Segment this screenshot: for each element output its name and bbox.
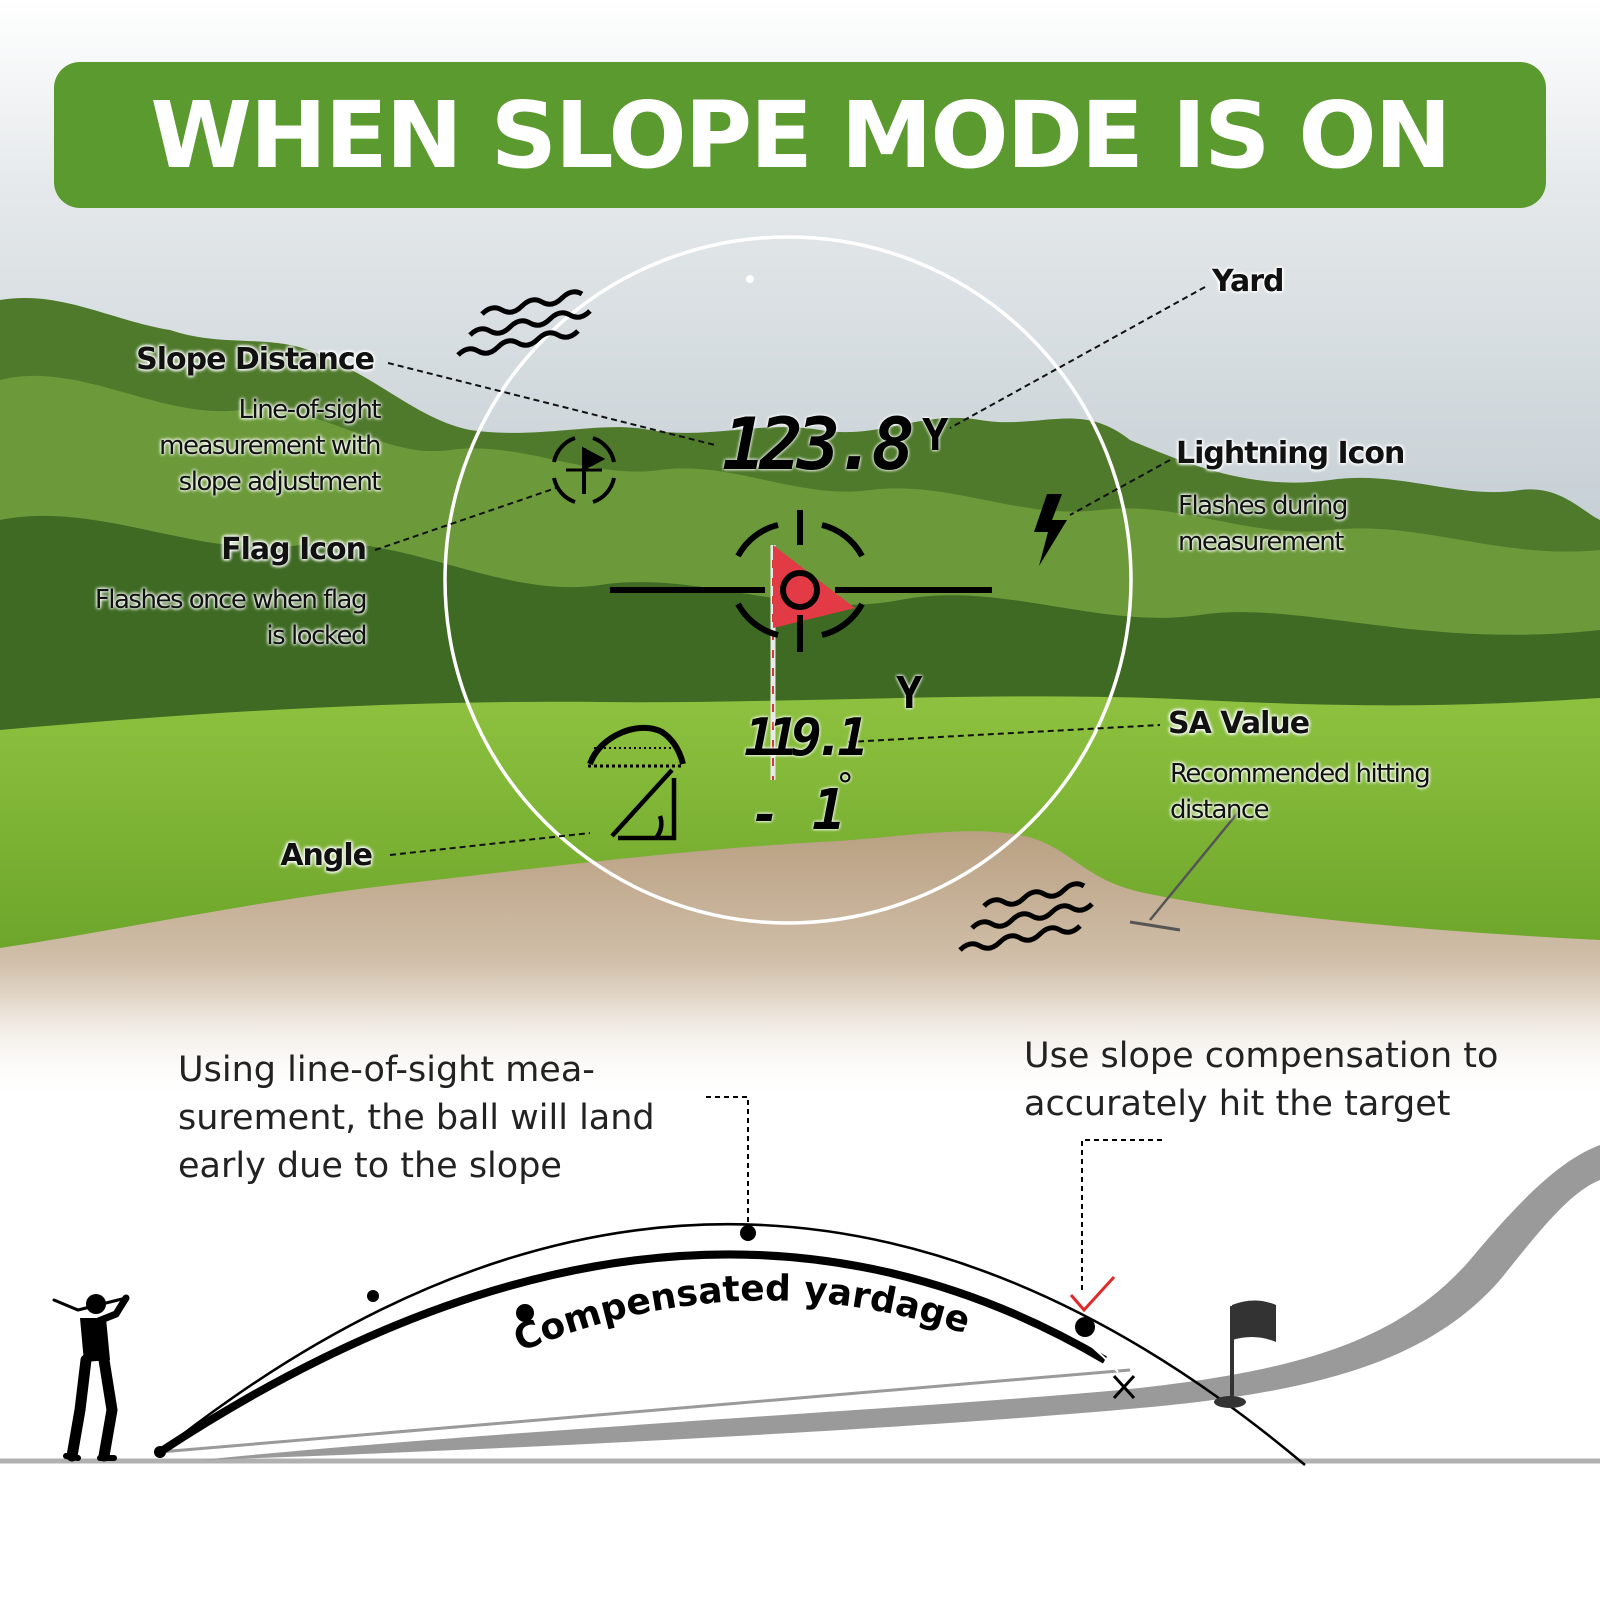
title-banner: WHEN SLOPE MODE IS ON	[54, 62, 1546, 208]
leader-lines	[374, 286, 1206, 856]
slope-dome-icon	[587, 724, 686, 768]
lightning-icon-description: Flashes during measurement	[1178, 491, 1348, 557]
rake-head	[1129, 920, 1181, 932]
sa-value-description: Recommended hitting distance	[1170, 759, 1431, 825]
viewfinder-circle	[443, 235, 1133, 925]
lightning-icon	[1034, 494, 1067, 566]
flag-icon-description: Flashes once when flag is locked	[94, 585, 368, 651]
yard-leader	[949, 286, 1206, 429]
yard-unit-bottom: Y	[896, 668, 923, 719]
sa-value-leader	[847, 724, 1161, 743]
trajectory-point	[367, 1290, 379, 1302]
slope-baseline	[159, 1368, 1131, 1454]
sa-value-reading: 119.1	[744, 708, 869, 768]
slope-distance-description: Line-of-sight measurement with slope adj…	[159, 395, 381, 497]
flag-lock-icon	[552, 436, 616, 504]
angle-reading: 1	[812, 778, 846, 843]
line-of-sight-trajectory	[159, 1222, 1306, 1466]
page-title: WHEN SLOPE MODE IS ON	[150, 81, 1451, 189]
compensation-note: Use slope compensation to accurately hit…	[1024, 1036, 1499, 1124]
slope-terrain	[200, 1145, 1600, 1460]
vibration-icon	[958, 881, 1094, 952]
flag-icon-leader	[374, 487, 557, 551]
slope-distance-reading: 123.8	[722, 402, 915, 486]
angle-leader	[389, 832, 591, 856]
start-point	[154, 1446, 166, 1458]
landing-arc	[1039, 1309, 1119, 1373]
sa-value-title: SA Value	[1168, 706, 1310, 741]
line-of-sight-note: Using line-of-sight mea-surement, the ba…	[178, 1050, 655, 1186]
yard-title: Yard	[1212, 264, 1284, 299]
trajectory-point	[516, 1304, 534, 1322]
apex-point	[740, 1225, 756, 1241]
cross-mark-icon	[1112, 1374, 1136, 1400]
angle-degree-symbol: °	[835, 766, 856, 806]
lightning-icon-title: Lightning Icon	[1176, 436, 1405, 471]
golfer-icon	[52, 1294, 130, 1462]
compensated-trajectory	[157, 1250, 1108, 1456]
flag-icon-title: Flag Icon	[221, 532, 367, 567]
yard-unit-top: Y	[922, 410, 949, 461]
viewfinder-dot	[746, 275, 754, 283]
angle-icon	[610, 768, 677, 841]
slope-distance-leader	[387, 362, 716, 446]
rake-handle	[1149, 809, 1241, 921]
note-leaders	[706, 1096, 1162, 1290]
angle-title: Angle	[280, 838, 373, 873]
golf-flag-icon	[1214, 1300, 1276, 1408]
slope-distance-title: Slope Distance	[136, 342, 375, 377]
vibration-icon	[456, 289, 592, 357]
angle-sign: -	[750, 786, 781, 844]
target-point	[1075, 1317, 1095, 1337]
lightning-leader	[1069, 459, 1171, 516]
checkmark-icon	[1069, 1275, 1116, 1313]
crosshair-icon	[610, 510, 992, 652]
